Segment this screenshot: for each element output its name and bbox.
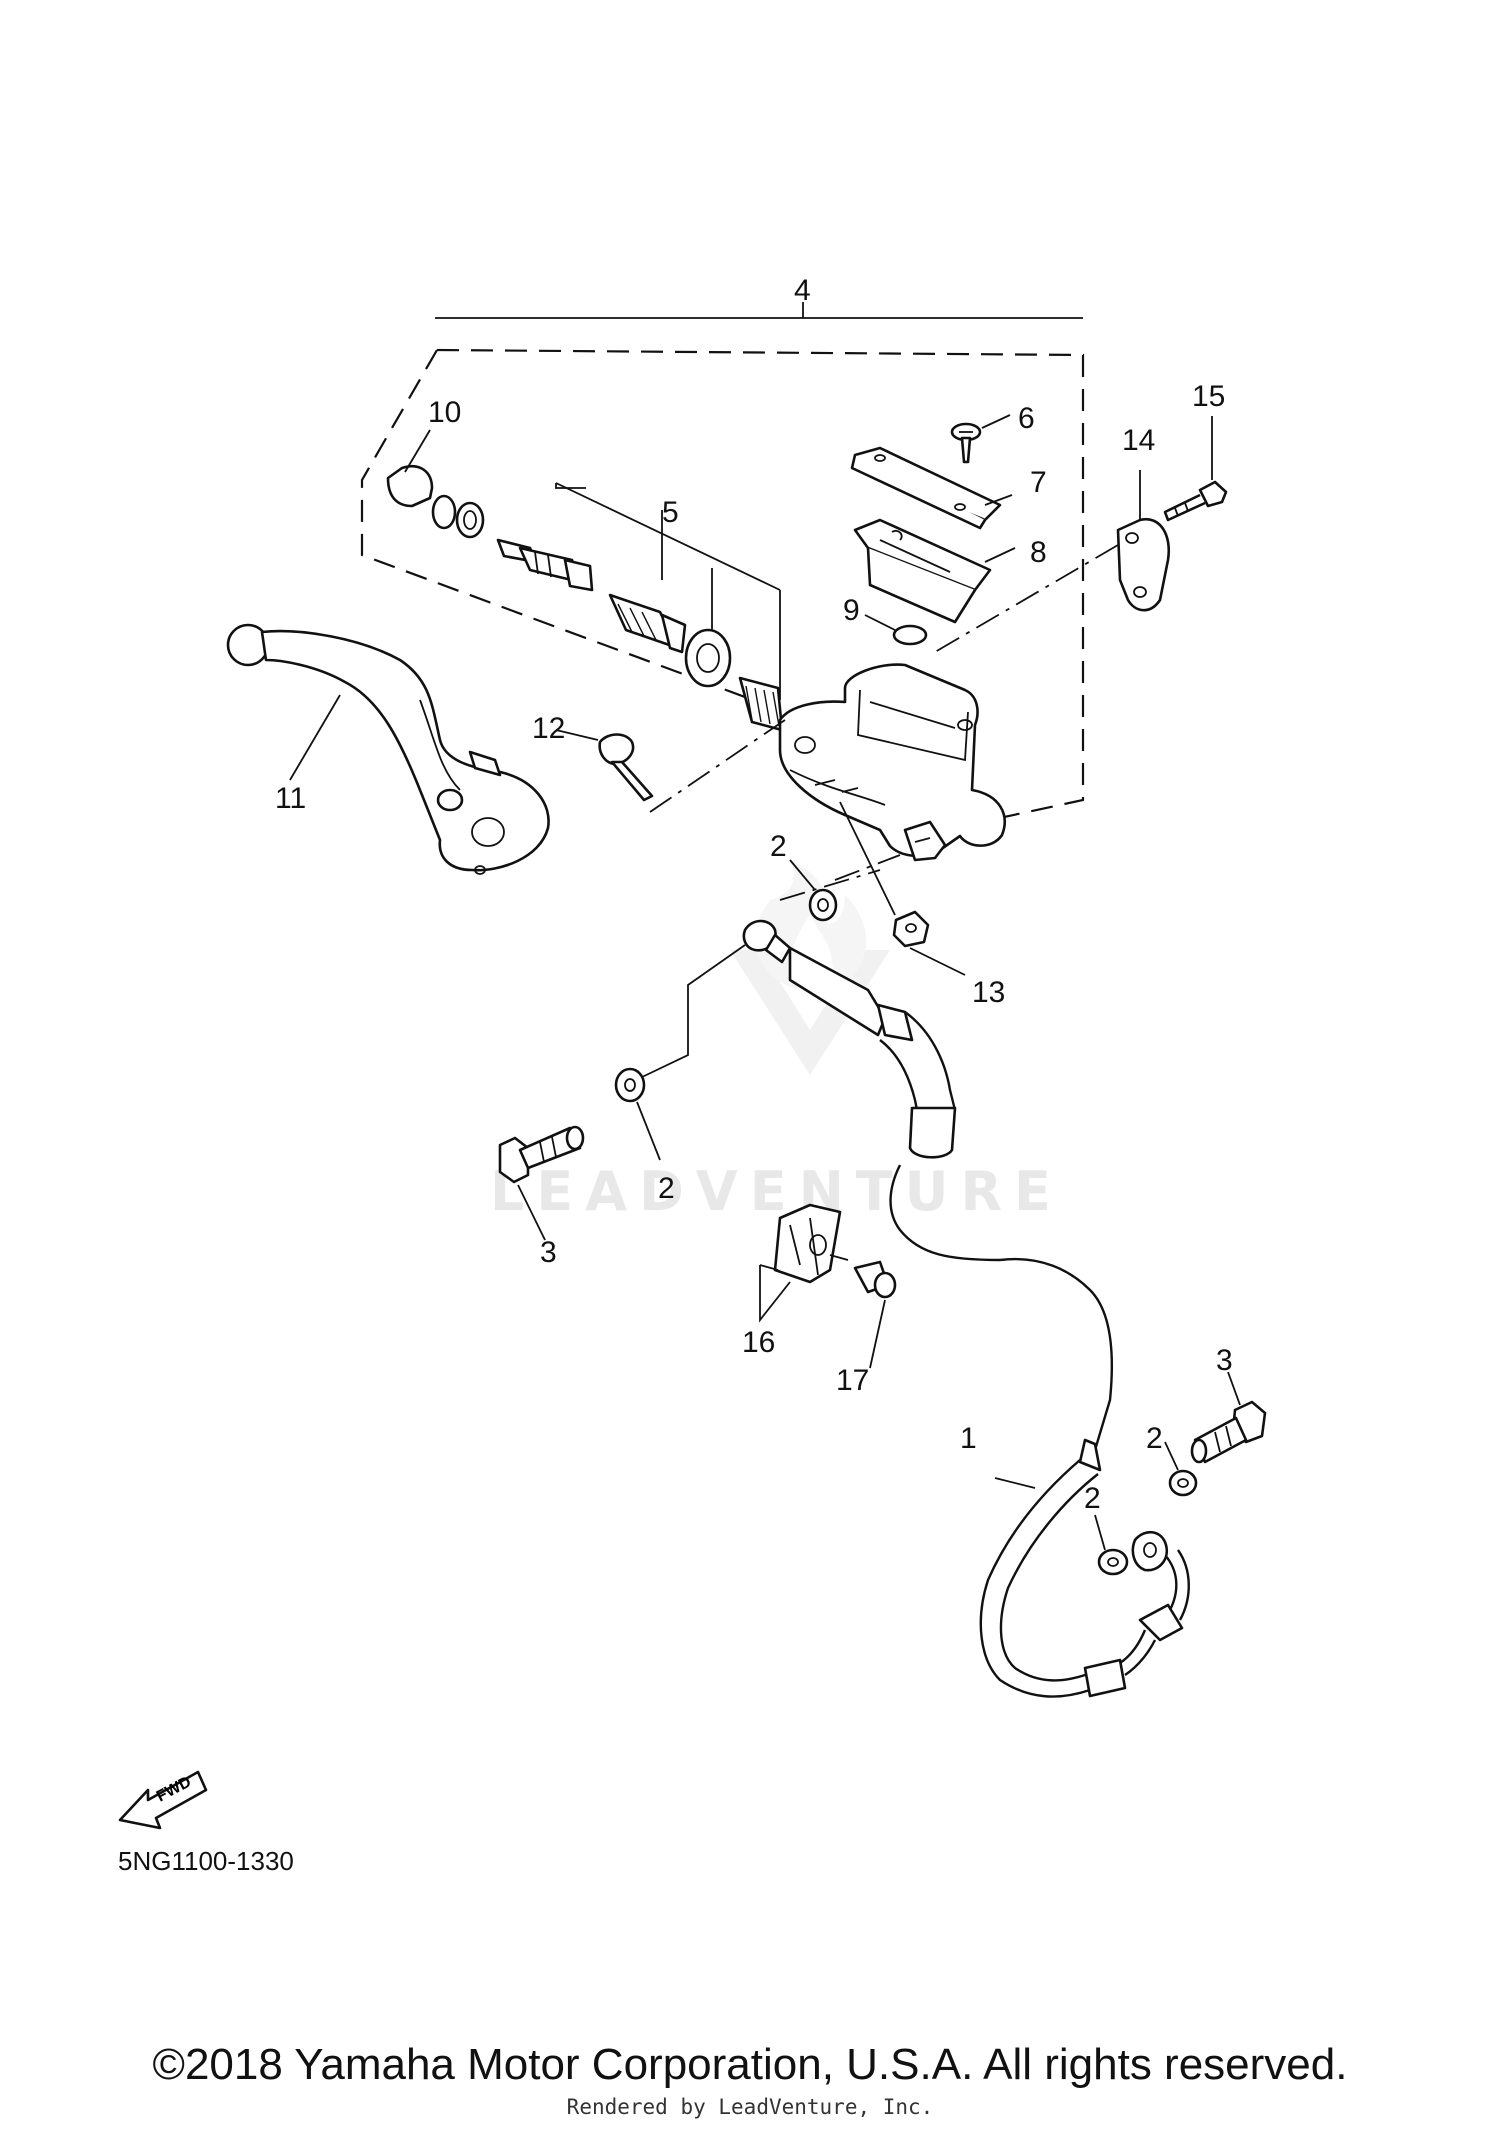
assembly-4-outline [360,302,1085,822]
part-3-union-bolt-left [498,1125,585,1241]
callout-4: 4 [794,274,811,307]
callout-10: 10 [428,396,461,429]
callout-2-left: 2 [658,1172,675,1205]
callout-2-upper: 2 [770,830,787,863]
callout-2-right-lower: 2 [1084,1482,1101,1515]
callout-5: 5 [662,496,679,529]
part-7-reservoir-cap [850,446,1013,530]
part-14-bracket [1116,470,1171,612]
copyright-notice: ©2018 Yamaha Motor Corporation, U.S.A. A… [152,2040,1348,2089]
callout-2-right-upper: 2 [1146,1422,1163,1455]
callout-17: 17 [836,1364,869,1397]
callout-14: 14 [1122,424,1155,457]
assembly-guide-lines [649,544,1119,901]
part-6-screw [950,414,1011,464]
callout-3-right: 3 [1216,1344,1233,1377]
callout-9: 9 [843,594,860,627]
part-11-lever [226,623,550,875]
callout-1: 1 [960,1422,977,1455]
master-cylinder-body [778,663,1006,862]
part-1-brake-hose [742,919,1190,1698]
callout-11: 11 [275,782,306,815]
callout-8: 8 [1030,536,1047,569]
callout-15: 15 [1192,380,1225,413]
washer-2-right-upper [1164,1441,1198,1497]
part-9-plate [864,614,928,646]
part-5-piston-kit [496,482,784,732]
callout-12: 12 [532,712,565,745]
diagram-code: 5NG1100-1330 [118,1846,294,1876]
washer-2-left [614,1067,661,1161]
rendered-by-notice: Rendered by LeadVenture, Inc. [566,2095,934,2119]
part-15-bolt [1163,416,1228,522]
part-13-nut [839,801,966,976]
fwd-arrow-icon: FWD [118,1770,208,1830]
callout-13: 13 [972,976,1005,1009]
part-16-clamp [759,1203,842,1323]
washer-2-right-lower [1094,1514,1129,1576]
part-17-bolt [829,1254,897,1369]
callout-3-left: 3 [540,1236,557,1269]
callout-16: 16 [742,1326,775,1359]
part-10-dust-boot [386,429,485,539]
part-8-diaphragm [853,518,1016,624]
callout-7: 7 [1030,466,1047,499]
callout-6: 6 [1018,402,1035,435]
washer-2-upper [789,859,838,922]
part-12-pivot-bolt [555,729,654,802]
part-3-union-bolt-right [1190,1371,1267,1464]
union-bolt-guide [639,944,746,1079]
